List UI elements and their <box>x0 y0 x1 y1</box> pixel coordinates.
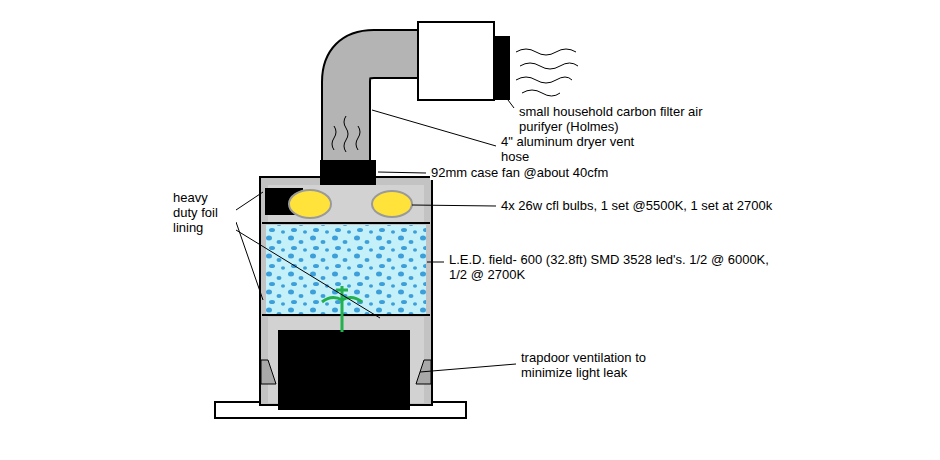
air-purifier <box>418 22 494 100</box>
callout-label: small household carbon filter air purify… <box>518 104 750 134</box>
callout-label: trapdoor ventilation to minimize light l… <box>520 350 687 380</box>
led-field <box>266 225 426 314</box>
pot-block <box>278 330 410 410</box>
hose-heat-squiggles <box>332 116 360 152</box>
plant <box>322 286 362 332</box>
dryer-vent-hose <box>346 54 418 166</box>
callout-label: 92mm case fan @about 40cfm <box>430 165 652 180</box>
cfl-bulb <box>289 190 331 218</box>
cfl-bulb <box>372 191 412 217</box>
shelf-line <box>262 222 430 224</box>
air-flow-waves <box>516 49 578 96</box>
callout-label: heavy duty foil lining <box>172 190 236 235</box>
purifier-grille <box>494 36 510 100</box>
callout-label: 4" aluminum dryer vent hose <box>500 134 652 164</box>
callout-label: L.E.D. field- 600 (32.8ft) SMD 3528 led'… <box>448 252 780 282</box>
trapdoor-vent <box>261 360 276 384</box>
callout-label: 4x 26w cfl bulbs, 1 set @5500K, 1 set at… <box>500 198 832 213</box>
shelf-line <box>262 314 430 316</box>
leader-lines <box>236 100 516 372</box>
vent-connector <box>320 160 376 185</box>
